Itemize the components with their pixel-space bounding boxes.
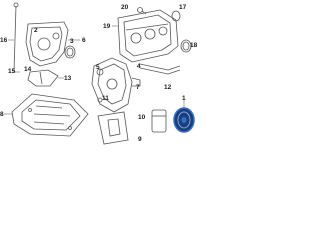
- oil-filter-icon: [97, 109, 167, 145]
- callout-11[interactable]: 11: [102, 95, 109, 102]
- callout-4[interactable]: 4: [137, 63, 141, 70]
- callout-20[interactable]: 20: [121, 4, 129, 11]
- callout-16[interactable]: 16: [0, 37, 8, 44]
- callout-19[interactable]: 19: [103, 23, 111, 30]
- gasket-icon: [139, 63, 181, 75]
- crankshaft-pulley-icon: [173, 107, 195, 133]
- oil-pan-icon: [11, 93, 89, 137]
- callout-2[interactable]: 2: [34, 27, 38, 34]
- callout-1[interactable]: 1: [182, 95, 186, 102]
- callout-5[interactable]: 5: [96, 64, 100, 71]
- callout-6[interactable]: 6: [82, 37, 86, 44]
- callout-12[interactable]: 12: [164, 84, 172, 91]
- sensor-icon: [96, 68, 141, 87]
- callout-8[interactable]: 8: [0, 111, 4, 118]
- callout-18[interactable]: 18: [190, 42, 198, 49]
- callout-15[interactable]: 15: [8, 68, 16, 75]
- callout-10[interactable]: 10: [138, 114, 146, 121]
- callout-7[interactable]: 7: [136, 84, 140, 91]
- oil-strainer-icon: [27, 69, 59, 87]
- seal-icon: [64, 45, 76, 59]
- callout-9[interactable]: 9: [138, 136, 142, 143]
- bolt-icon: [137, 7, 147, 15]
- callout-13[interactable]: 13: [64, 75, 72, 82]
- callout-17[interactable]: 17: [179, 4, 187, 11]
- engine-block-icon: [117, 9, 179, 63]
- o-ring-icon: [171, 10, 192, 53]
- parts-diagram: [4, 2, 195, 145]
- dipstick-icon: [13, 2, 19, 73]
- timing-cover-icon: [25, 21, 69, 67]
- filter-housing-icon: [91, 57, 133, 113]
- callout-14[interactable]: 14: [24, 66, 32, 73]
- callout-3[interactable]: 3: [70, 38, 74, 45]
